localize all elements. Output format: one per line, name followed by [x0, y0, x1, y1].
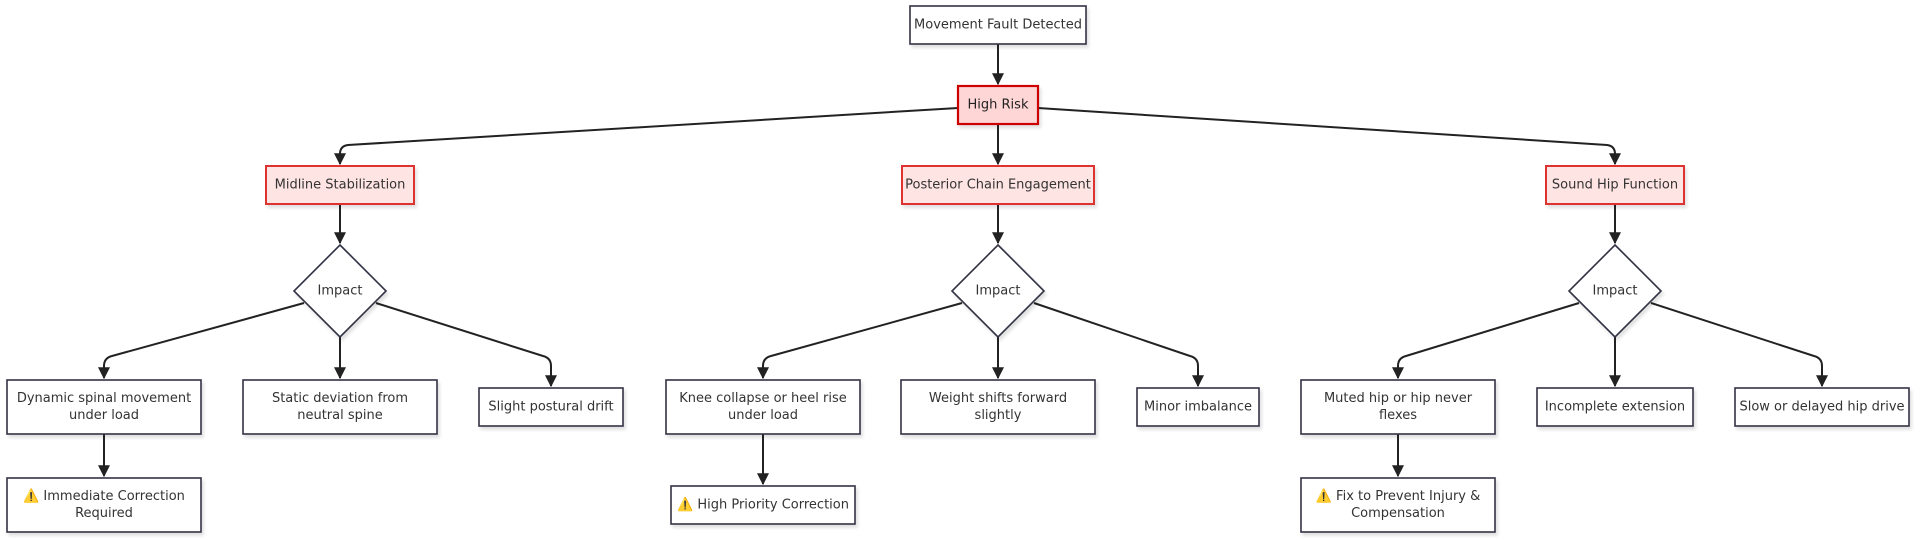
category-3-action-box [1300, 477, 1496, 533]
category-1-outcome-2-box [242, 379, 438, 435]
edge-category-1-outcome-1 [98, 302, 305, 380]
category-1-decision[interactable]: Impact [292, 243, 388, 339]
category-2-outcome-2-box [900, 379, 1096, 435]
category-2-action-box [670, 485, 856, 525]
category-1-box [265, 165, 415, 205]
category-1-outcome-1-label: Dynamic spinal movement [17, 391, 191, 406]
category-3-action[interactable]: ⚠️ Fix to Prevent Injury & Compensation [1300, 477, 1496, 533]
category-1-outcome-2-label: Static deviation from [272, 391, 408, 406]
edge-category-1-outcome-3 [375, 302, 557, 388]
edges [98, 44, 1828, 486]
category-2-outcome-2-label: Weight shifts forward [929, 391, 1067, 406]
category-2-action[interactable]: ⚠️ High Priority Correction [670, 485, 856, 525]
root-node-box [909, 5, 1087, 45]
category-1-decision-label: Impact [318, 284, 363, 299]
category-2-decision-shape [950, 243, 1046, 339]
category-3-outcome-2[interactable]: Incomplete extension [1536, 387, 1694, 427]
category-2-outcome-3[interactable]: Minor imbalance [1136, 387, 1260, 427]
category-3-box [1545, 165, 1685, 205]
high-risk-node[interactable]: High Risk [956, 84, 1040, 126]
high-risk-node-label: High Risk [968, 98, 1029, 113]
category-2-outcome-3-label: Minor imbalance [1144, 400, 1252, 415]
category-2-decision[interactable]: Impact [950, 243, 1046, 339]
category-1-outcome-2-label: neutral spine [297, 408, 383, 423]
category-2-outcome-1[interactable]: Knee collapse or heel rise under load [665, 379, 861, 435]
category-1-outcome-3-label: Slight postural drift [488, 400, 613, 415]
edge-category-3-outcome-1 [1392, 302, 1580, 380]
category-2-outcome-3-box [1136, 387, 1260, 427]
edge-risk-to-category-3 [1037, 107, 1621, 166]
category-3-outcome-2-box [1536, 387, 1694, 427]
category-1-action-box [6, 477, 202, 533]
category-3[interactable]: Sound Hip Function [1545, 165, 1685, 205]
category-3-label: Sound Hip Function [1552, 178, 1678, 193]
category-1-outcome-1[interactable]: Dynamic spinal movement under load [6, 379, 202, 435]
category-1-action-label: ⚠️ Immediate Correction [23, 488, 185, 504]
category-2-outcome-1-label: under load [728, 408, 798, 423]
category-3-outcome-3[interactable]: Slow or delayed hip drive [1734, 387, 1910, 427]
category-1-outcome-1-label: under load [69, 408, 139, 423]
category-3-outcome-3-label: Slow or delayed hip drive [1739, 400, 1904, 415]
edge-category-2-outcome-3 [1033, 302, 1204, 388]
category-2-action-label: ⚠️ High Priority Correction [677, 497, 849, 513]
category-1-action-label: Required [75, 506, 133, 521]
category-3-action-label: Compensation [1351, 506, 1445, 521]
category-2-outcome-1-label: Knee collapse or heel rise [679, 391, 846, 406]
category-3-outcome-1-label: flexes [1379, 408, 1417, 423]
category-1-outcome-1-box [6, 379, 202, 435]
category-2-label: Posterior Chain Engagement [905, 178, 1091, 193]
root-node[interactable]: Movement Fault Detected [909, 5, 1087, 45]
category-3-outcome-2-label: Incomplete extension [1545, 400, 1685, 415]
edge-category-2-outcome-1 [757, 302, 963, 380]
category-2[interactable]: Posterior Chain Engagement [901, 165, 1095, 205]
root-node-label: Movement Fault Detected [914, 18, 1082, 33]
category-3-decision-shape [1567, 243, 1663, 339]
edge-category-3-outcome-3 [1650, 302, 1828, 388]
category-1-outcome-3-box [478, 387, 624, 427]
category-2-box [901, 165, 1095, 205]
category-1-decision-shape [292, 243, 388, 339]
category-2-outcome-1-box [665, 379, 861, 435]
category-3-decision-label: Impact [1593, 284, 1638, 299]
category-2-decision-label: Impact [976, 284, 1021, 299]
category-3-outcome-3-box [1734, 387, 1910, 427]
category-1[interactable]: Midline Stabilization [265, 165, 415, 205]
category-1-outcome-3[interactable]: Slight postural drift [478, 387, 624, 427]
edge-risk-to-category-1 [334, 107, 959, 166]
category-2-outcome-2-label: slightly [975, 408, 1022, 423]
category-3-outcome-1-box [1300, 379, 1496, 435]
category-1-label: Midline Stabilization [275, 178, 406, 193]
category-1-outcome-2[interactable]: Static deviation from neutral spine [242, 379, 438, 435]
category-3-decision[interactable]: Impact [1567, 243, 1663, 339]
category-3-outcome-1-label: Muted hip or hip never [1324, 391, 1473, 406]
category-2-outcome-2[interactable]: Weight shifts forward slightly [900, 379, 1096, 435]
category-3-action-label: ⚠️ Fix to Prevent Injury & [1316, 488, 1481, 504]
category-3-outcome-1[interactable]: Muted hip or hip never flexes [1300, 379, 1496, 435]
high-risk-node-box [956, 84, 1040, 126]
